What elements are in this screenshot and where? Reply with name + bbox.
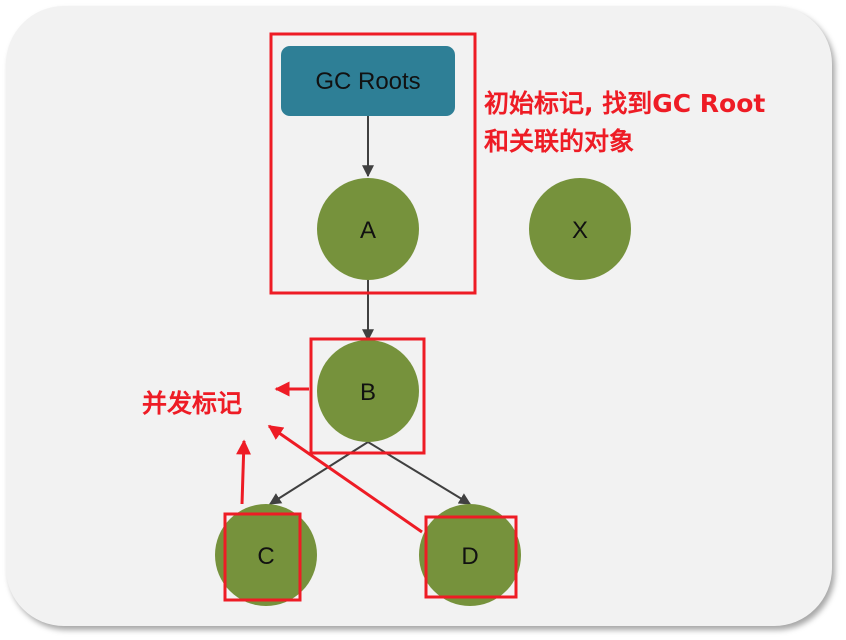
initial-mark-highlight — [269, 32, 477, 295]
initial-mark-line1: 初始标记, 找到GC Root — [484, 89, 766, 118]
node-d: D — [419, 504, 521, 606]
node-x-label: X — [572, 217, 588, 244]
node-b-highlight — [309, 337, 426, 455]
node-c-label: C — [257, 543, 274, 570]
gc-roots-label: GC Roots — [315, 68, 420, 95]
node-a: A — [317, 178, 419, 280]
red-arrow-from-c — [236, 439, 252, 505]
node-d-label: D — [461, 543, 478, 570]
node-b-label: B — [360, 379, 376, 406]
initial-mark-annotation: 初始标记, 找到GC Root 和关联的对象 — [484, 85, 765, 161]
concurrent-mark-annotation: 并发标记 — [142, 389, 243, 418]
node-c-highlight — [223, 512, 302, 602]
edge-b-to-c — [268, 441, 369, 505]
node-x: X — [529, 178, 631, 280]
gc-roots-node: GC Roots — [281, 46, 455, 116]
node-d-highlight — [424, 515, 518, 599]
node-b: B — [317, 340, 419, 442]
node-a-label: A — [360, 217, 376, 244]
edge-b-to-d — [367, 441, 472, 505]
initial-mark-line2: 和关联的对象 — [484, 127, 635, 156]
red-arrow-from-d — [267, 424, 423, 534]
node-c: C — [215, 504, 317, 606]
